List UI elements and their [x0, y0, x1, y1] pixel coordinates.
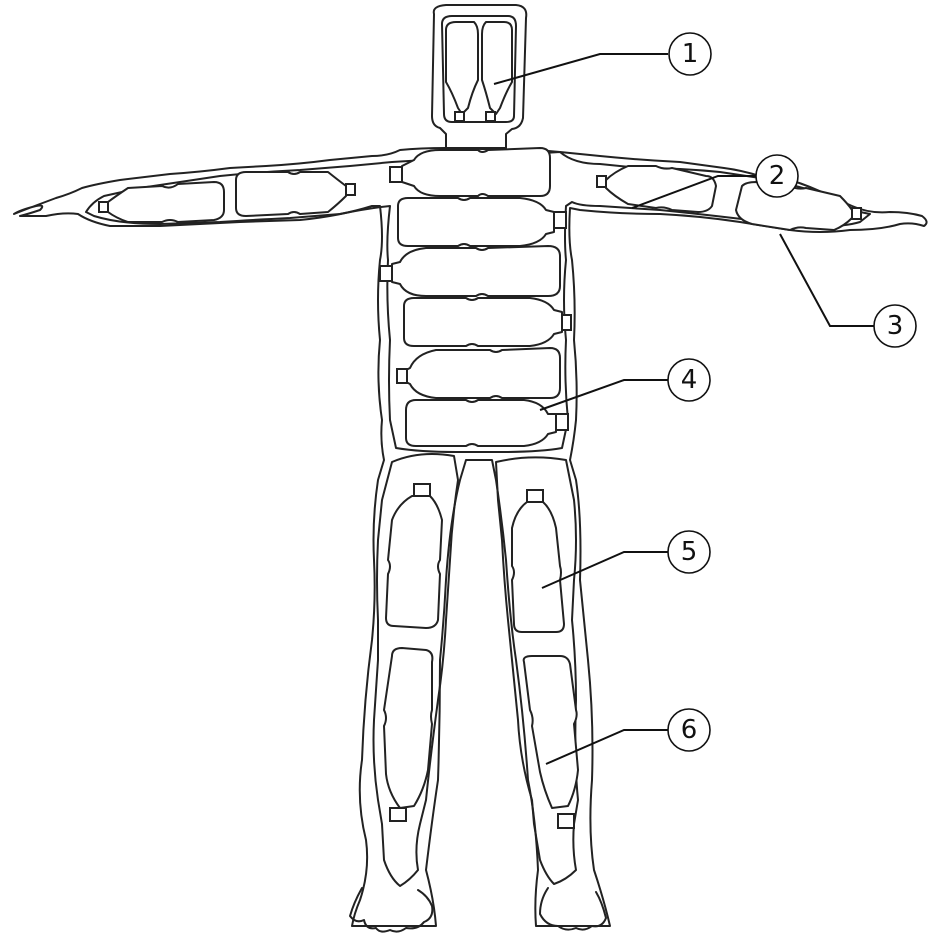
- callout-5: 5: [542, 531, 710, 588]
- callout-1: 1: [494, 33, 711, 84]
- callout-3: 3: [780, 234, 916, 347]
- leg-bottles: [384, 484, 578, 828]
- left-arm-bottles: [99, 172, 355, 222]
- head: [432, 5, 526, 148]
- callout-2-label: 2: [769, 161, 786, 191]
- callout-6-label: 6: [681, 715, 698, 745]
- callout-4-label: 4: [681, 365, 698, 395]
- callout-1-label: 1: [682, 39, 699, 69]
- callout-5-label: 5: [681, 537, 698, 567]
- callout-3-label: 3: [887, 311, 904, 341]
- torso-bottles: [380, 148, 571, 446]
